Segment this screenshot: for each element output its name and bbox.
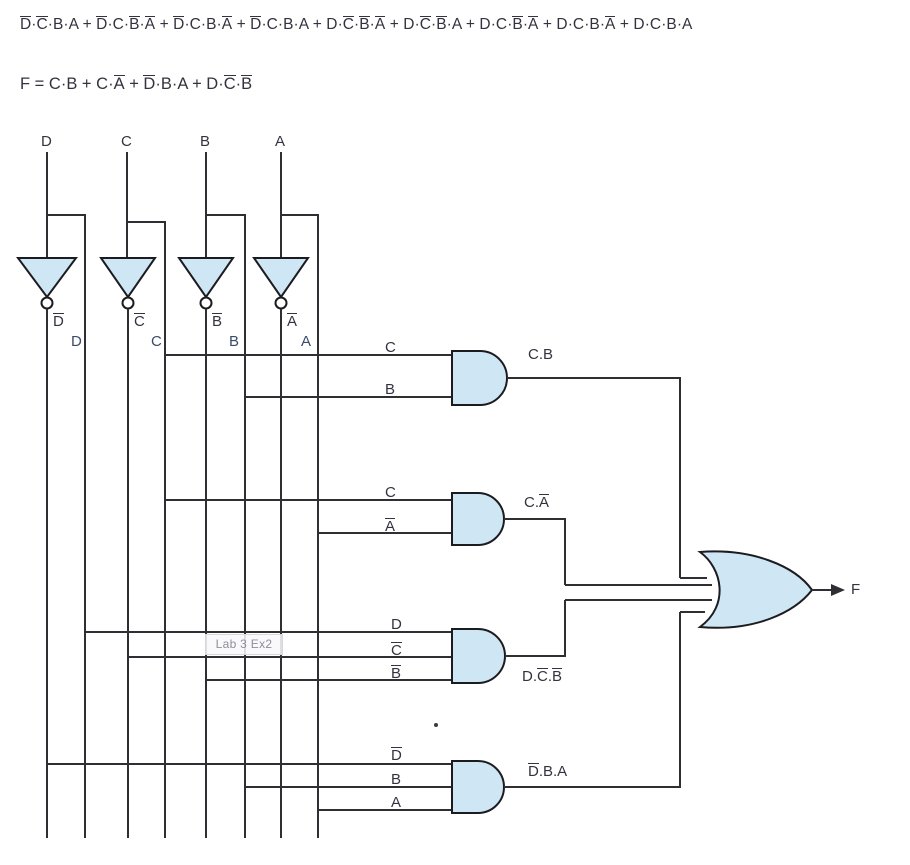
output-label-and2: C.A (524, 494, 550, 511)
sop-term-6: D·C·B·A (403, 16, 462, 33)
inverted-label-not-B: B (212, 313, 223, 330)
wire-label-and2-C: C (385, 484, 396, 501)
minimized-lhs: F = (20, 75, 49, 93)
input-stem-D (46, 152, 86, 258)
wire-label-and3-notB: B (391, 665, 402, 682)
sop-term-3: D·C·B·A (173, 16, 233, 33)
inverter-D (16, 257, 78, 310)
input-label-A: A (275, 133, 286, 150)
and-gate-4 (451, 760, 505, 814)
output-label-and1: C.B (528, 346, 554, 363)
sop-term-9: D·C·B·A (633, 16, 693, 33)
sop-term-7: D·C·B·A (479, 16, 539, 33)
input-stem-A (280, 152, 319, 258)
sop-term-5: D·C·B·A (326, 16, 386, 33)
min-plus-2: + (129, 75, 144, 93)
sop-term-2: D·C·B·A (96, 16, 156, 33)
output-label-and3: D.C.B (522, 668, 563, 685)
sop-term-1: D·C·B·A (20, 16, 79, 33)
plus-5: + (389, 16, 404, 33)
wire-and3-output (505, 599, 700, 657)
output-label-and4: D.B.A (528, 763, 568, 780)
input-label-B: B (200, 133, 211, 150)
input-label-C: C (121, 133, 132, 150)
inverter-C (99, 257, 157, 310)
input-stem-B (205, 152, 246, 258)
input-label-D: D (41, 133, 52, 150)
inverted-label-not-A: A (287, 313, 298, 330)
plus-8: + (619, 16, 634, 33)
inverted-label-not-D: D (53, 313, 64, 330)
or-gate (697, 550, 814, 629)
sop-term-4: D·C·B·A (250, 16, 309, 33)
min-term-2: C·A (96, 75, 125, 93)
plus-4: + (312, 16, 327, 33)
wire-label-and1-C: C (385, 339, 396, 356)
and-gate-1 (451, 350, 508, 406)
inverted-label-not-C: C (134, 313, 145, 330)
bus-label-B: B (229, 333, 240, 350)
output-label-F: F (851, 581, 861, 598)
and-gate-2 (451, 492, 505, 546)
plus-7: + (542, 16, 557, 33)
min-term-3: D·B·A (143, 75, 188, 93)
wire-and4-output (504, 611, 705, 788)
wire-label-and3-notC: C (391, 642, 402, 659)
wire-label-and4-A: A (391, 794, 402, 811)
min-term-1: C·B (48, 75, 78, 93)
inverter-B (177, 257, 235, 310)
bus-label-C: C (151, 333, 162, 350)
wire-or-output (812, 584, 845, 596)
plus-1: + (82, 16, 97, 33)
wire-label-and4-notD: D (391, 747, 402, 764)
and-gate-3 (451, 628, 506, 684)
min-plus-1: + (81, 75, 97, 93)
wire-and1-output (507, 377, 681, 578)
wire-and2-output (504, 518, 700, 586)
sop-term-8: D·C·B·A (556, 16, 616, 33)
min-plus-3: + (192, 75, 207, 93)
bus-label-D: D (71, 333, 82, 350)
min-term-4: D·C·B (206, 75, 253, 93)
minimized-equation: F = C·B + C·A + D·B·A + D·C·B (20, 75, 253, 94)
wire-label-and1-B: B (385, 381, 396, 398)
bus-label-A: A (301, 333, 312, 350)
wire-label-and2-notA: A (385, 518, 396, 535)
inverter-A (252, 257, 310, 310)
wire-label-and4-B: B (391, 771, 402, 788)
plus-6: + (465, 16, 480, 33)
plus-3: + (236, 16, 251, 33)
sop-equation: D·C·B·A + D·C·B·A + D·C·B·A + D·C·B·A + … (20, 16, 692, 34)
input-stem-C (126, 152, 166, 258)
plus-2: + (159, 16, 174, 33)
watermark-label: Lab 3 Ex2 (205, 634, 283, 655)
wire-label-and3-D: D (391, 616, 402, 633)
stray-dot (434, 723, 438, 727)
or-input-stubs (680, 577, 712, 601)
